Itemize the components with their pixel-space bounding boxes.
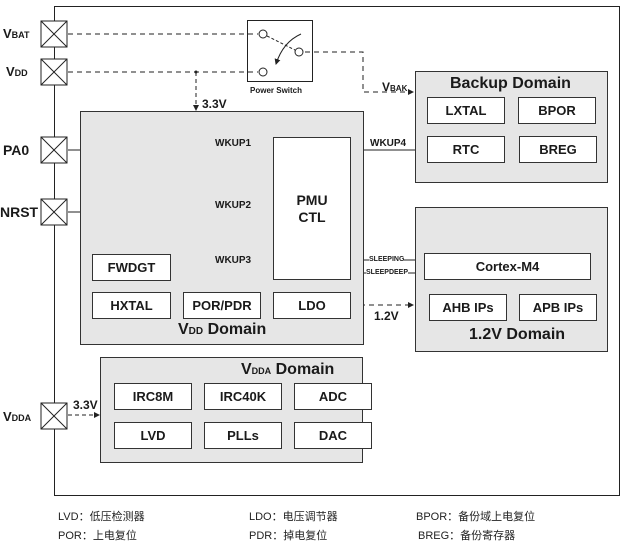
power-switch-label: Power Switch xyxy=(250,86,303,95)
pad-vbat-icon xyxy=(40,20,68,48)
pad-pa0-icon xyxy=(40,136,68,164)
pin-label-vdd: VDD xyxy=(6,64,28,79)
signal-sleeping: SLEEPING xyxy=(369,256,405,263)
vdd-voltage-label: 3.3V xyxy=(202,97,227,111)
core-voltage-label: 1.2V xyxy=(374,309,399,323)
pad-vdd-icon xyxy=(40,58,68,86)
signal-wkup4: WKUP4 xyxy=(370,138,407,149)
block-hxtal: HXTAL xyxy=(92,292,171,319)
signal-wkup2: WKUP2 xyxy=(215,200,252,211)
legend-lvd: LVD：低压检测器 xyxy=(58,511,145,523)
block-ahb-ips: AHB IPs xyxy=(429,294,507,321)
switch-contact-vbat xyxy=(258,29,268,39)
block-ldo: LDO xyxy=(273,292,351,319)
vdda-domain-title: VDDA Domain xyxy=(241,361,335,378)
signal-wkup3: WKUP3 xyxy=(215,255,252,266)
block-dac: DAC xyxy=(294,422,372,449)
pad-vdda-icon xyxy=(40,402,68,430)
vdda-voltage-label: 3.3V xyxy=(73,398,98,412)
signal-wkup1: WKUP1 xyxy=(215,138,252,149)
block-lvd: LVD xyxy=(114,422,192,449)
pin-label-nrst: NRST xyxy=(0,204,39,220)
vbak-line xyxy=(305,51,414,95)
switch-contact-out xyxy=(294,47,304,57)
block-irc8m: IRC8M xyxy=(114,383,192,410)
pin-label-vdda: VDDA xyxy=(3,409,32,424)
block-cortex-m4: Cortex-M4 xyxy=(424,253,591,280)
switch-contact-vdd xyxy=(258,67,268,77)
backup-domain-title: Backup Domain xyxy=(450,75,571,92)
block-adc: ADC xyxy=(294,383,372,410)
backup-domain xyxy=(415,71,608,183)
vdd-domain-title: VDD Domain xyxy=(178,321,267,338)
core-domain-title: 1.2V Domain xyxy=(469,326,566,343)
pad-nrst-icon xyxy=(40,198,68,226)
legend-breg: BREG：备份寄存器 xyxy=(418,530,516,542)
block-por-pdr: POR/PDR xyxy=(183,292,261,319)
legend-por: POR：上电复位 xyxy=(58,530,137,542)
block-irc40k: IRC40K xyxy=(204,383,282,410)
block-plls: PLLs xyxy=(204,422,282,449)
chip-boundary xyxy=(54,6,620,496)
pin-label-pa0: PA0 xyxy=(3,142,30,158)
block-fwdgt: FWDGT xyxy=(92,254,171,281)
legend-bpor: BPOR：备份域上电复位 xyxy=(416,511,536,523)
block-apb-ips: APB IPs xyxy=(519,294,597,321)
legend-ldo: LDO：电压调节器 xyxy=(249,511,338,523)
power-switch-box xyxy=(247,20,313,82)
block-breg: BREG xyxy=(519,136,597,163)
block-bpor: BPOR xyxy=(518,97,596,124)
signal-sleepdeep: SLEEPDEEP xyxy=(366,269,409,276)
pin-label-vbat: VBAT xyxy=(3,26,30,41)
block-lxtal: LXTAL xyxy=(427,97,505,124)
vbak-label: VBAK xyxy=(382,80,408,94)
block-rtc: RTC xyxy=(427,136,505,163)
legend-pdr: PDR：掉电复位 xyxy=(249,530,328,542)
switch-arrow-icon xyxy=(274,33,302,65)
